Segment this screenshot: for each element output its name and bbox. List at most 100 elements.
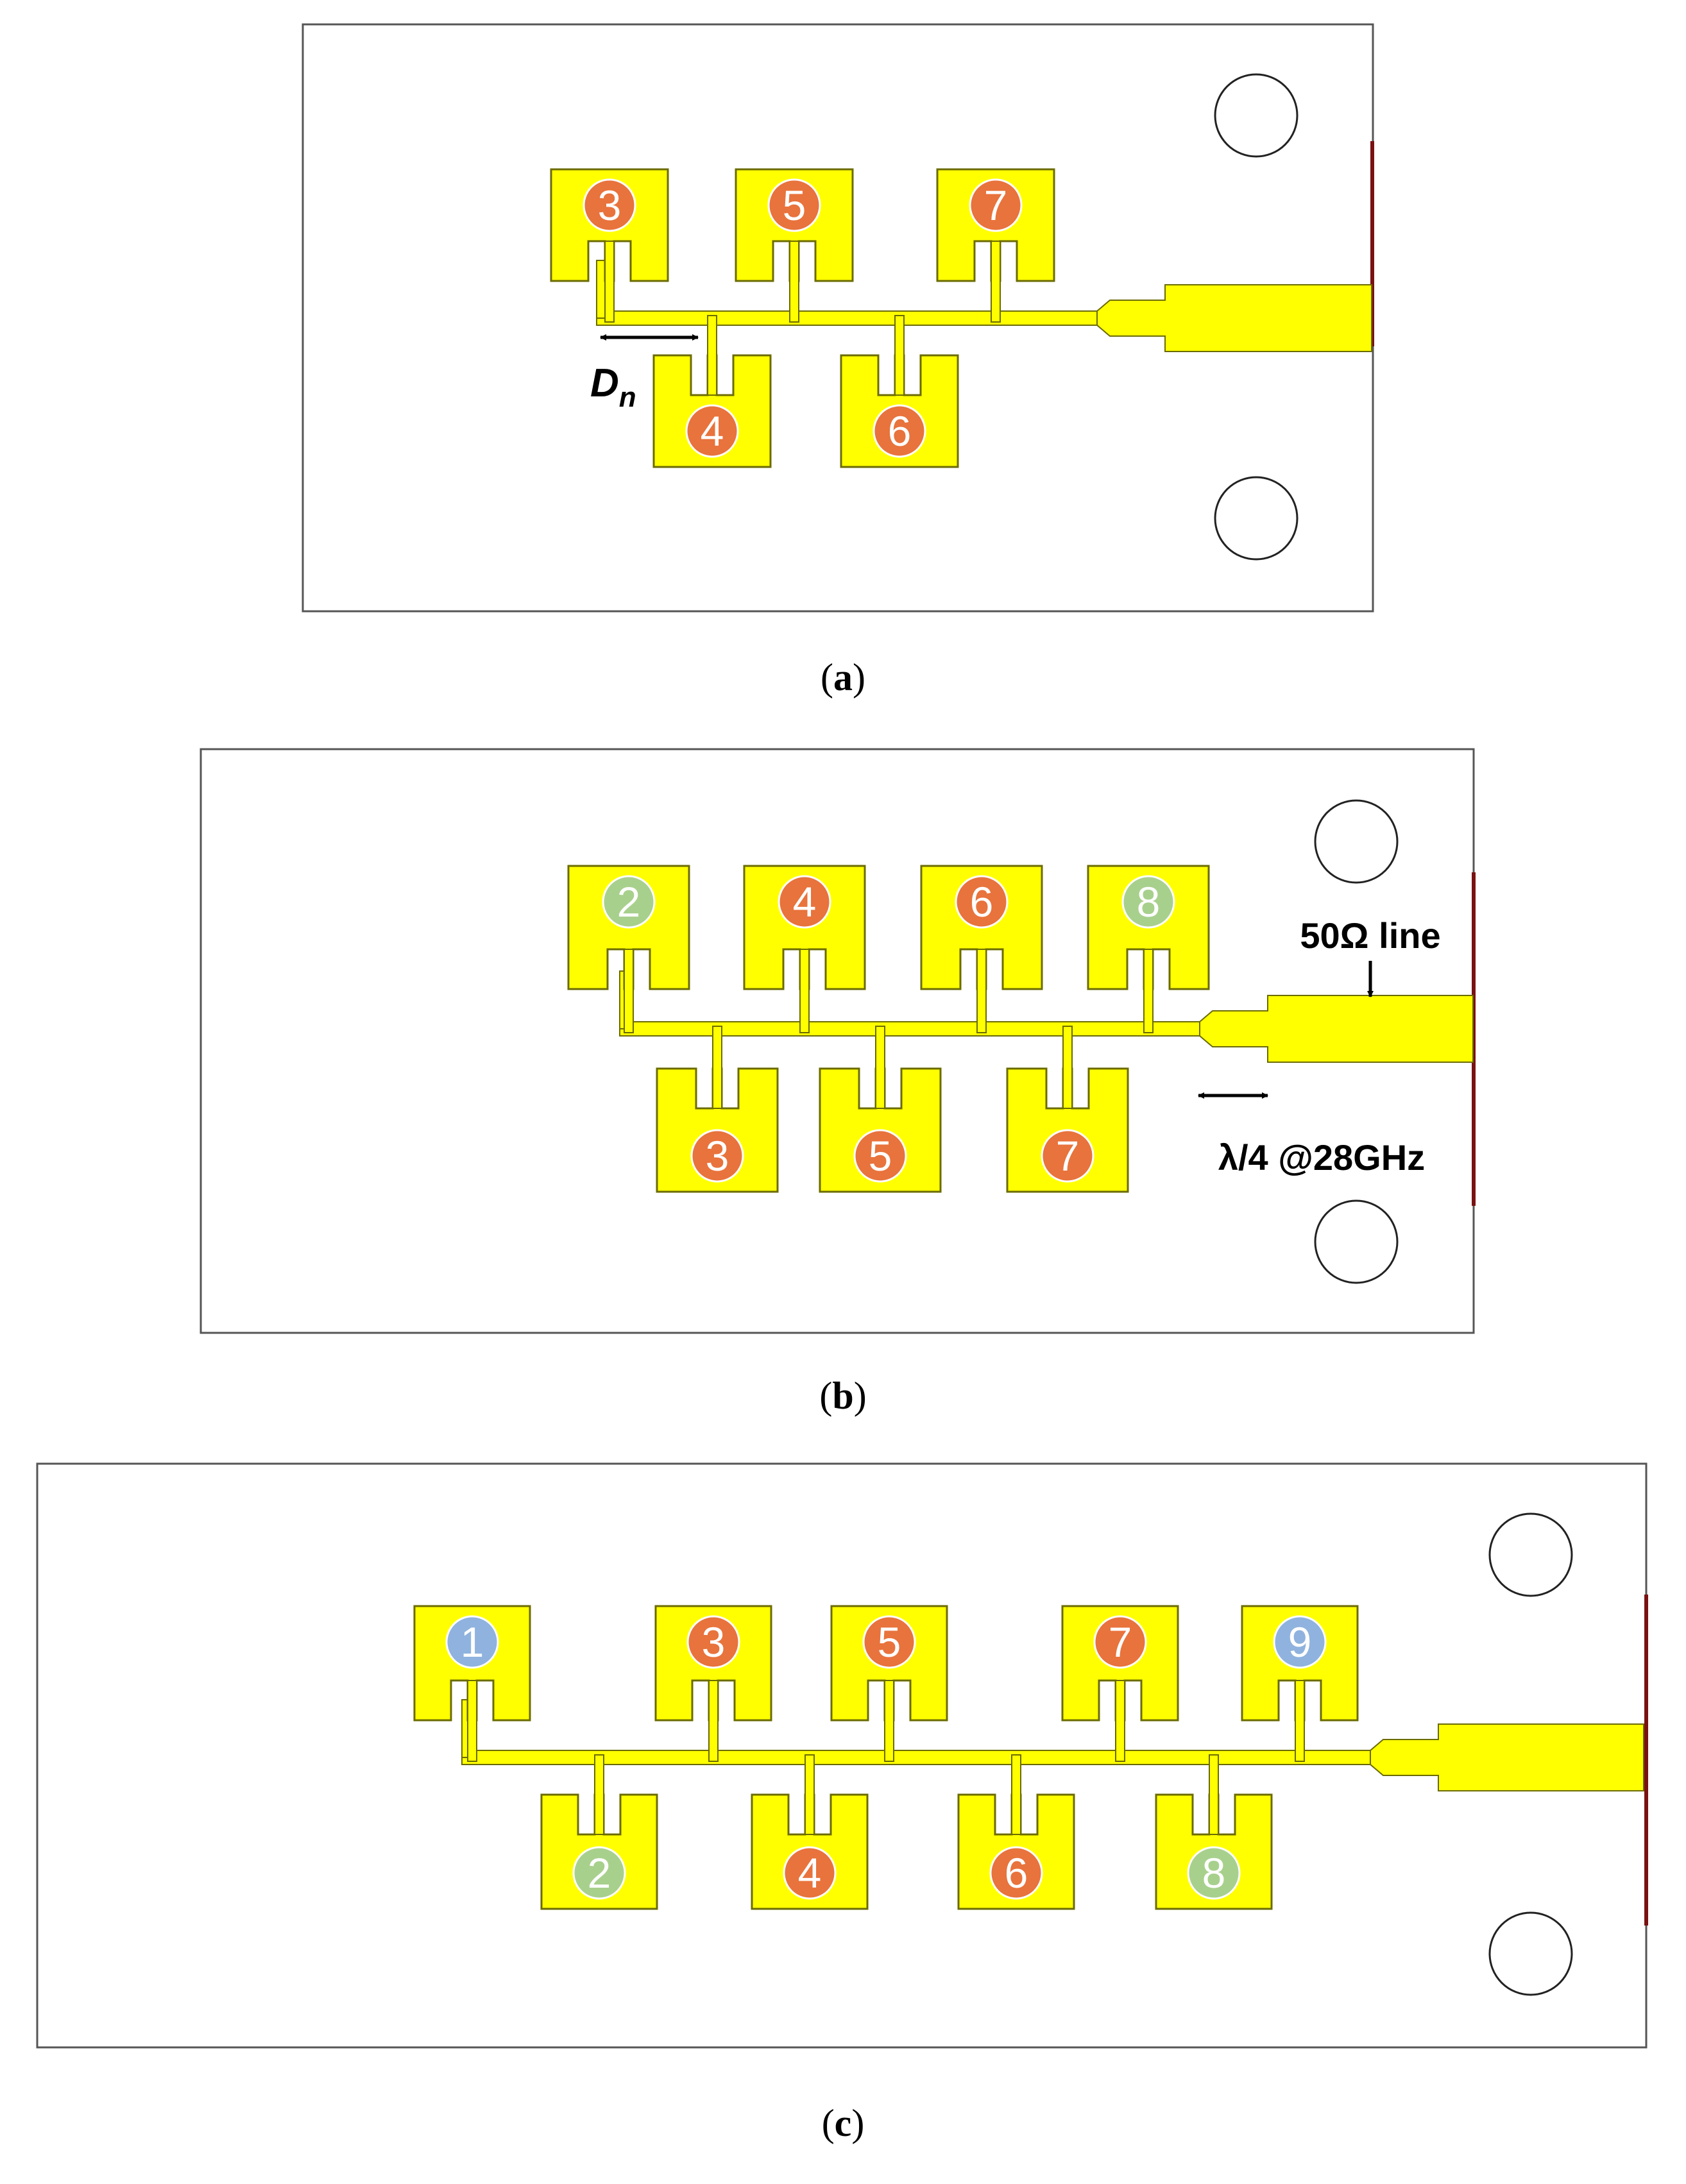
patch-element-2: 2 <box>540 1754 658 1910</box>
panel-c: 1 2 3 4 5 6 7 8 9 (c) <box>36 1462 1648 2144</box>
quarter-wave-label: λ/4 @28GHz <box>1218 1137 1425 1178</box>
feed-stub <box>467 1680 477 1762</box>
feed-stub <box>624 949 634 1033</box>
feed-edge-mark <box>1644 1595 1648 1926</box>
feed-stub <box>1143 949 1154 1033</box>
element-number-badge <box>955 875 1009 929</box>
patches-c: 1 2 3 4 5 6 7 8 9 <box>413 1605 1359 1910</box>
patch-element-5: 5 <box>735 168 854 323</box>
line50-label: 50Ω line <box>1300 915 1440 956</box>
patch-element-7: 7 <box>1061 1605 1179 1762</box>
element-number: 7 <box>1109 1618 1132 1666</box>
element-number-badge <box>783 1846 837 1900</box>
element-number-badge <box>690 1129 744 1183</box>
element-number-badge <box>873 404 926 458</box>
patches-a: 3 4 5 67 <box>550 168 1055 468</box>
element-number: 6 <box>1005 1849 1028 1897</box>
element-number-badge <box>989 1846 1043 1900</box>
mounting-hole <box>1214 476 1299 561</box>
mounting-hole <box>1314 799 1399 884</box>
feed-stub <box>875 1026 885 1109</box>
element-number: 6 <box>970 878 994 926</box>
element-number-badge <box>583 178 636 232</box>
feed-stub <box>884 1680 894 1762</box>
patch-element-4: 4 <box>751 1754 869 1910</box>
dn-label: Dn <box>590 361 636 413</box>
element-number: 8 <box>1202 1849 1226 1897</box>
patch-element-6: 6 <box>920 865 1043 1033</box>
patch-element-5: 5 <box>830 1605 948 1762</box>
feed-stub <box>1011 1754 1021 1835</box>
element-number: 7 <box>1056 1132 1080 1180</box>
element-number-badge <box>445 1615 499 1669</box>
mounting-hole <box>1488 1512 1573 1597</box>
element-number-badge <box>1273 1615 1327 1669</box>
element-number: 8 <box>1137 878 1161 926</box>
patch-element-2: 2 <box>567 865 690 1033</box>
element-number-badge <box>686 1615 740 1669</box>
mounting-hole <box>1488 1911 1573 1996</box>
element-number-badge <box>602 875 656 929</box>
patches-b: 2 3 4 5 6 7 8 <box>567 865 1210 1193</box>
element-number: 4 <box>701 407 724 455</box>
feed-stub <box>1209 1754 1219 1835</box>
caption-c: (c) <box>822 2102 865 2144</box>
feed-stub <box>1115 1680 1125 1762</box>
element-number-badge <box>1041 1129 1094 1183</box>
patch-element-1: 1 <box>413 1605 531 1762</box>
feed-stub <box>789 241 799 323</box>
element-number: 3 <box>706 1132 729 1180</box>
panel-b: 2 3 4 5 6 7 8 50Ω line λ/4 @28GHz (b) <box>200 748 1476 1417</box>
caption-a: (a) <box>821 656 865 698</box>
element-number: 2 <box>588 1849 611 1897</box>
patch-element-7: 7 <box>936 168 1055 323</box>
patch-element-6: 6 <box>957 1754 1075 1910</box>
feed-network-b <box>619 970 1474 1063</box>
element-number: 3 <box>702 1618 726 1666</box>
feed-stub <box>594 1754 604 1835</box>
feed-stub <box>708 1680 719 1762</box>
quarter-wave-transformer-and-50ohm-line <box>1096 284 1372 352</box>
element-number: 2 <box>617 878 641 926</box>
patch-element-3: 3 <box>654 1605 772 1762</box>
patch-element-8: 8 <box>1155 1754 1273 1910</box>
element-number: 5 <box>869 1132 892 1180</box>
feed-line <box>619 1021 1200 1037</box>
quarter-wave-transformer-and-50ohm-line <box>1199 995 1474 1063</box>
element-number-badge <box>969 178 1023 232</box>
mounting-hole <box>1214 73 1299 158</box>
feed-stub <box>805 1754 815 1835</box>
element-number: 5 <box>783 182 806 229</box>
feed-stub <box>1295 1680 1305 1762</box>
feed-line <box>596 310 1098 326</box>
patch-element-3: 3 <box>550 168 669 323</box>
patch-element-9: 9 <box>1241 1605 1359 1762</box>
patch-element-4: 4 <box>652 315 772 468</box>
element-number-badge <box>778 875 831 929</box>
feed-stub <box>1062 1026 1073 1109</box>
caption-b: (b) <box>819 1375 866 1417</box>
mounting-hole <box>1314 1199 1399 1284</box>
feed-stub <box>799 949 810 1033</box>
dn-dimension: Dn <box>590 334 699 413</box>
element-number: 4 <box>798 1849 822 1897</box>
feed-stub <box>712 1026 722 1109</box>
element-number: 9 <box>1288 1618 1312 1666</box>
patch-element-3: 3 <box>656 1026 779 1193</box>
patch-element-6: 6 <box>840 315 959 468</box>
feed-stub <box>894 315 905 396</box>
quarter-wave-annotation: λ/4 @28GHz <box>1198 1092 1425 1178</box>
element-number: 5 <box>878 1618 901 1666</box>
feed-stub <box>976 949 987 1033</box>
feed-stub <box>991 241 1001 323</box>
panel-a: 3 4 5 67 Dn (a) <box>302 23 1374 698</box>
element-number-badge <box>767 178 821 232</box>
element-number-badge <box>862 1615 916 1669</box>
element-number: 4 <box>793 878 817 926</box>
element-number-badge <box>1093 1615 1147 1669</box>
element-number-badge <box>1187 1846 1241 1900</box>
feed-stub <box>707 315 717 396</box>
element-number-badge <box>1121 875 1175 929</box>
element-number: 1 <box>461 1618 484 1666</box>
patch-element-7: 7 <box>1006 1026 1129 1193</box>
